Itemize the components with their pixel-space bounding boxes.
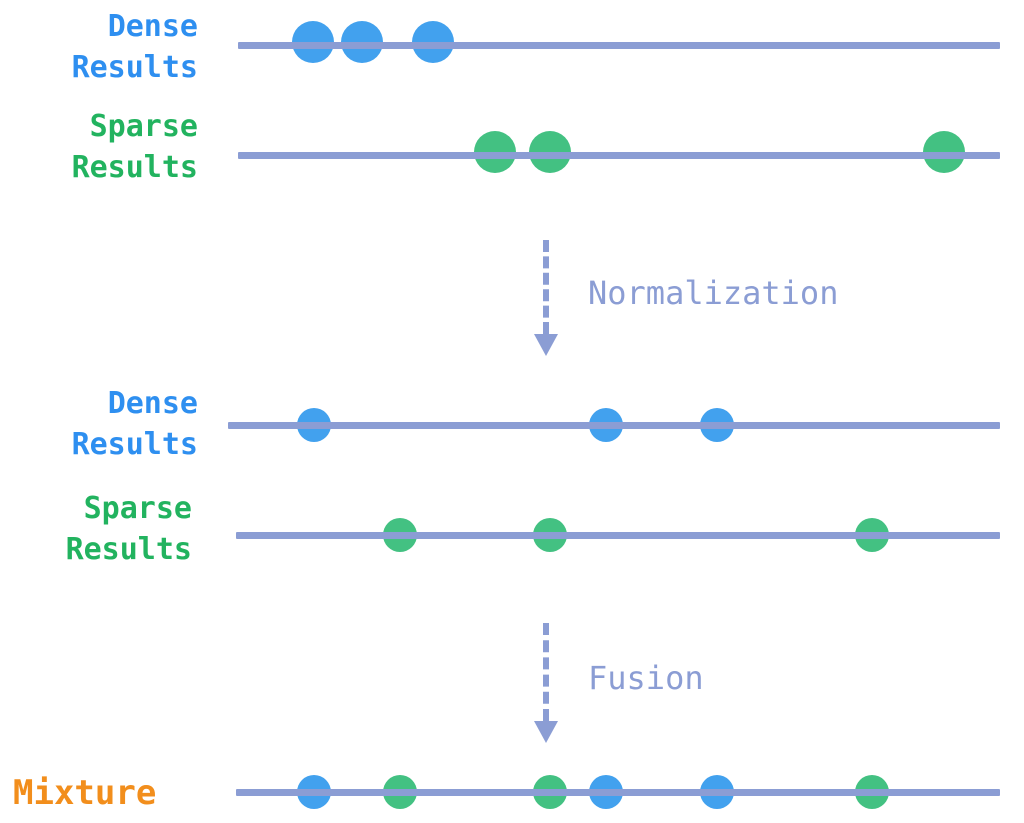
axis-line-dense-raw [238, 42, 1000, 49]
axis-line-mixture [236, 789, 1000, 796]
fusion-label: Fusion [588, 659, 704, 697]
arrow-stem-dashed-icon [543, 240, 549, 334]
label-sparse-results-normalized: Sparse Results [65, 491, 192, 567]
arrow-stem-dashed-icon [543, 623, 549, 721]
arrow-head-down-icon [534, 334, 558, 356]
normalization-label: Normalization [588, 274, 839, 312]
arrow-head-down-icon [534, 721, 558, 743]
axis-line-sparse-raw [238, 152, 1000, 159]
label-sparse-results-raw: Sparse Results [71, 109, 198, 185]
label-dense-results-normalized: Dense Results [71, 386, 198, 462]
axis-line-sparse-normalized [236, 532, 1000, 539]
axis-line-dense-normalized [228, 422, 1000, 429]
label-mixture: Mixture [13, 773, 157, 813]
label-dense-results-raw: Dense Results [71, 9, 198, 85]
